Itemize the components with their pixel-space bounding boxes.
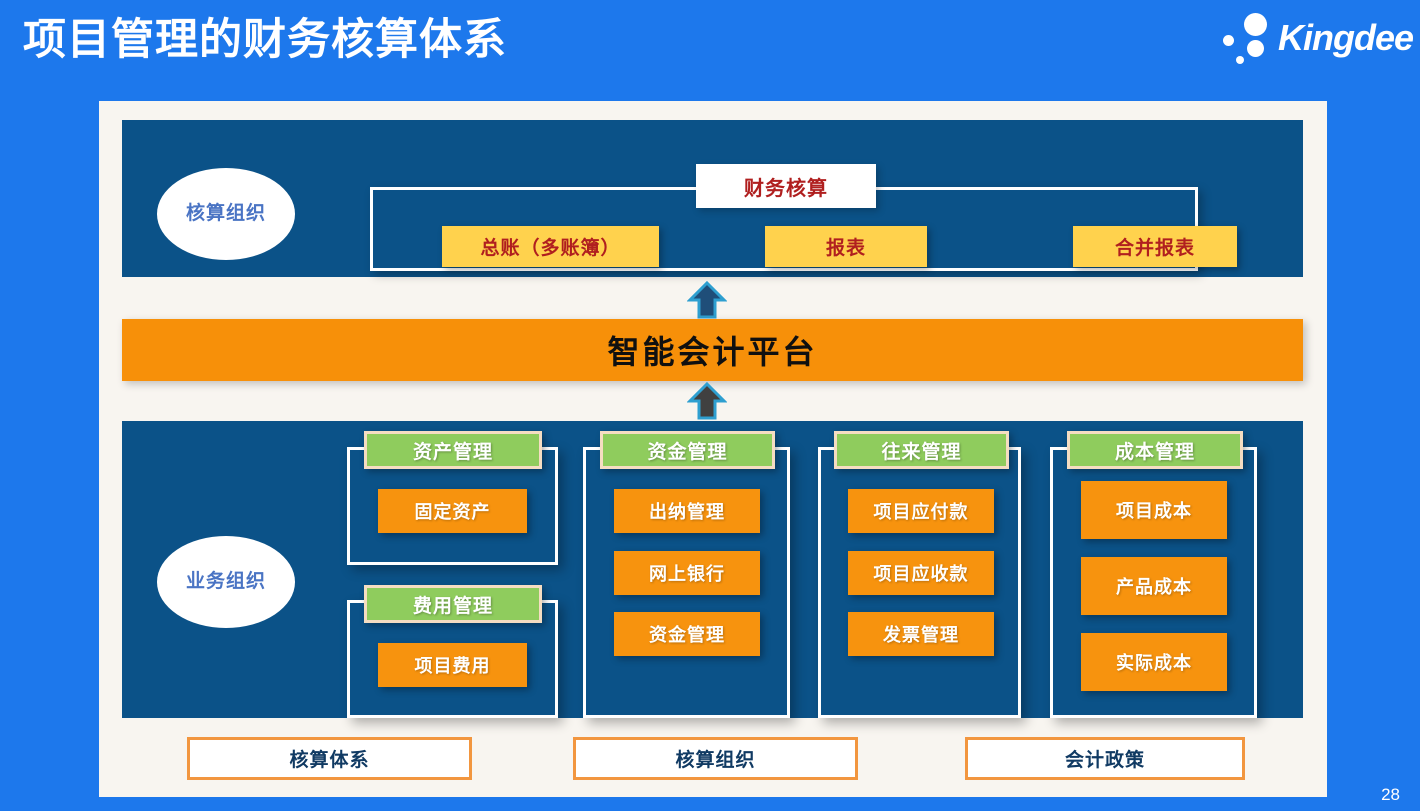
group-head-cost-management[interactable]: 成本管理 <box>1067 431 1243 469</box>
group-head-fund-management[interactable]: 资金管理 <box>600 431 775 469</box>
business-org-oval: 业务组织 <box>157 536 295 628</box>
intelligent-accounting-platform-band: 智能会计平台 <box>122 319 1303 381</box>
group-head-current-account-management[interactable]: 往来管理 <box>834 431 1009 469</box>
module-project-receivable[interactable]: 项目应收款 <box>848 551 994 595</box>
module-actual-cost[interactable]: 实际成本 <box>1081 633 1227 691</box>
logo-wordmark: Kingdee <box>1278 17 1414 58</box>
module-general-ledger[interactable]: 总账（多账簿） <box>442 226 659 267</box>
arrow-up-to-platform-icon <box>686 381 728 420</box>
page-title: 项目管理的财务核算体系 <box>23 16 507 64</box>
page-number: 28 <box>1381 785 1400 804</box>
module-project-cost[interactable]: 项目成本 <box>1081 481 1227 539</box>
business-org-panel: 业务组织 资产管理 固定资产 费用管理 项目费用 资金管理 出纳管理 网上银行 … <box>122 421 1303 718</box>
module-consolidated-reports[interactable]: 合并报表 <box>1073 226 1237 267</box>
group-head-expense-management[interactable]: 费用管理 <box>364 585 542 623</box>
module-project-payable[interactable]: 项目应付款 <box>848 489 994 533</box>
group-head-asset-management[interactable]: 资产管理 <box>364 431 542 469</box>
module-reports[interactable]: 报表 <box>765 226 927 267</box>
module-project-expense[interactable]: 项目费用 <box>378 643 527 687</box>
footer-box-accounting-system[interactable]: 核算体系 <box>187 737 472 780</box>
footer-box-accounting-policy[interactable]: 会计政策 <box>965 737 1245 780</box>
module-fixed-assets[interactable]: 固定资产 <box>378 489 527 533</box>
arrow-up-to-accounting-icon <box>686 280 728 319</box>
module-online-banking[interactable]: 网上银行 <box>614 551 760 595</box>
diagram-canvas: 核算组织 财务核算 总账（多账簿） 报表 合并报表 智能会计平台 业务组织 资产… <box>99 101 1327 797</box>
kingdee-dots-logo-icon <box>1220 12 1282 64</box>
module-cashier-management[interactable]: 出纳管理 <box>614 489 760 533</box>
module-invoice-management[interactable]: 发票管理 <box>848 612 994 656</box>
footer-box-accounting-organization[interactable]: 核算组织 <box>573 737 858 780</box>
module-product-cost[interactable]: 产品成本 <box>1081 557 1227 615</box>
accounting-org-panel: 核算组织 财务核算 总账（多账簿） 报表 合并报表 <box>122 120 1303 277</box>
module-fund-management[interactable]: 资金管理 <box>614 612 760 656</box>
kingdee-logo: Kingdee <box>1220 12 1414 64</box>
accounting-org-oval: 核算组织 <box>157 168 295 260</box>
financial-accounting-label: 财务核算 <box>696 164 876 208</box>
